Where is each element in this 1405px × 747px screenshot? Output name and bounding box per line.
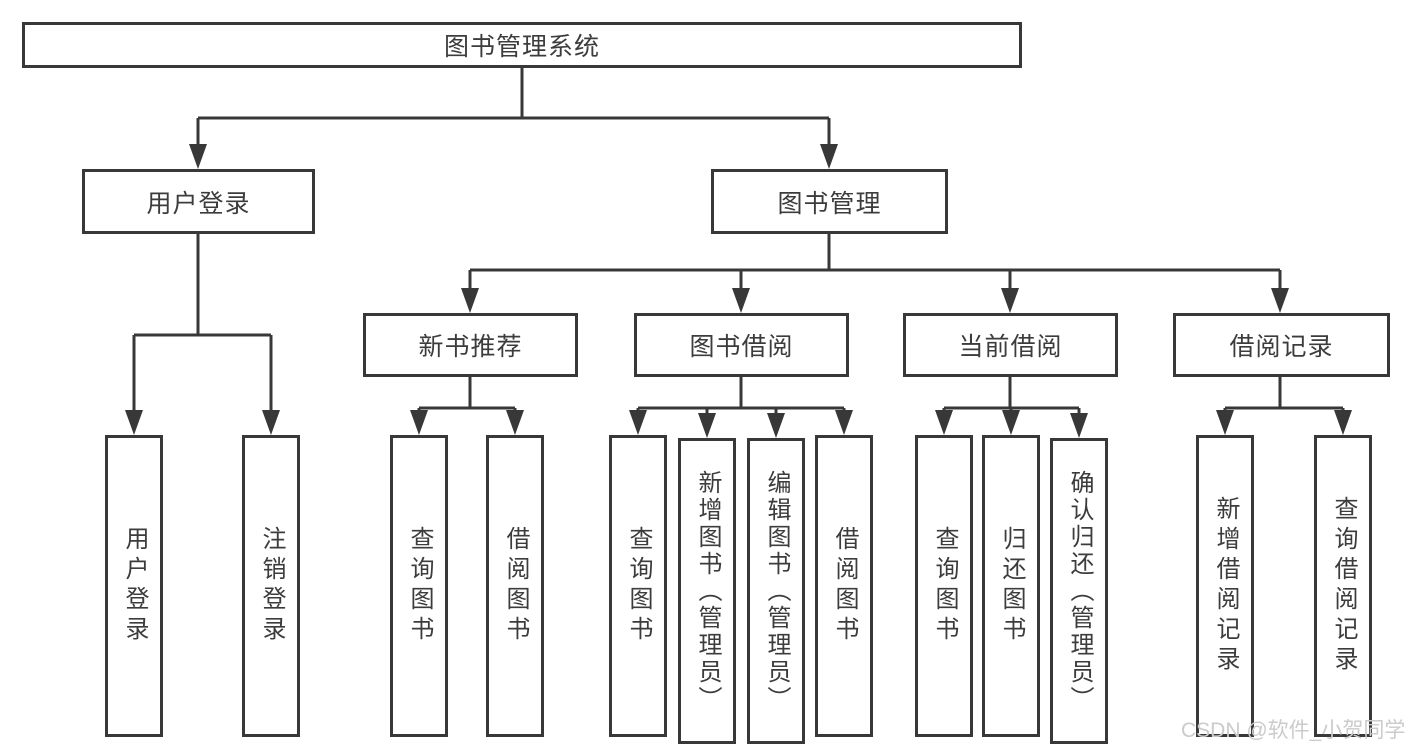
node-borrowing-records-label: 借阅记录 (1229, 333, 1334, 361)
leaf-query-borrow-record-label: 查询借阅记录 (1330, 496, 1357, 676)
leaf-logout: 注销登录 (242, 435, 300, 737)
leaf-query-books-3: 查询图书 (915, 435, 973, 737)
leaf-query-books-2: 查询图书 (609, 435, 667, 737)
leaf-return-books-label: 归还图书 (998, 526, 1025, 646)
leaf-query-books-3-label: 查询图书 (931, 526, 958, 646)
leaf-add-books-admin-label: 新增图书（管理员） (694, 469, 721, 713)
leaf-query-books-1-label: 查询图书 (406, 526, 433, 646)
node-book-management-label: 图书管理 (777, 189, 882, 218)
leaf-add-borrow-record-label: 新增借阅记录 (1212, 496, 1239, 676)
node-book-borrowing-label: 图书借阅 (689, 333, 794, 361)
leaf-user-login: 用户登录 (105, 435, 163, 737)
leaf-edit-books-admin: 编辑图书（管理员） (747, 438, 805, 744)
leaf-query-borrow-record: 查询借阅记录 (1314, 435, 1372, 737)
leaf-return-books: 归还图书 (982, 435, 1040, 737)
node-user-login-label: 用户登录 (146, 189, 251, 218)
leaf-add-borrow-record: 新增借阅记录 (1196, 435, 1254, 737)
leaf-confirm-return-admin-label: 确认归还（管理员） (1066, 469, 1093, 713)
leaf-borrow-books-1: 借阅图书 (486, 435, 544, 737)
node-root: 图书管理系统 (22, 22, 1022, 68)
leaf-add-books-admin: 新增图书（管理员） (678, 438, 736, 744)
csdn-watermark: CSDN @软件_小贺同学 (1181, 719, 1405, 742)
node-book-management: 图书管理 (711, 169, 948, 234)
node-current-borrowing-label: 当前借阅 (958, 333, 1063, 361)
node-book-borrowing: 图书借阅 (634, 313, 849, 377)
node-new-book-recommendation: 新书推荐 (363, 313, 578, 377)
node-user-login: 用户登录 (82, 169, 315, 234)
node-root-label: 图书管理系统 (443, 33, 600, 61)
leaf-query-books-1: 查询图书 (390, 435, 448, 737)
leaf-borrow-books-2: 借阅图书 (815, 435, 873, 737)
leaf-borrow-books-1-label: 借阅图书 (502, 526, 529, 646)
node-current-borrowing: 当前借阅 (903, 313, 1118, 377)
leaf-user-login-label: 用户登录 (121, 526, 148, 646)
leaf-logout-label: 注销登录 (258, 526, 285, 646)
leaf-edit-books-admin-label: 编辑图书（管理员） (763, 469, 790, 713)
leaf-query-books-2-label: 查询图书 (625, 526, 652, 646)
node-new-book-recommendation-label: 新书推荐 (418, 333, 523, 361)
node-borrowing-records: 借阅记录 (1173, 313, 1390, 377)
leaf-borrow-books-2-label: 借阅图书 (831, 526, 858, 646)
leaf-confirm-return-admin: 确认归还（管理员） (1050, 438, 1108, 744)
